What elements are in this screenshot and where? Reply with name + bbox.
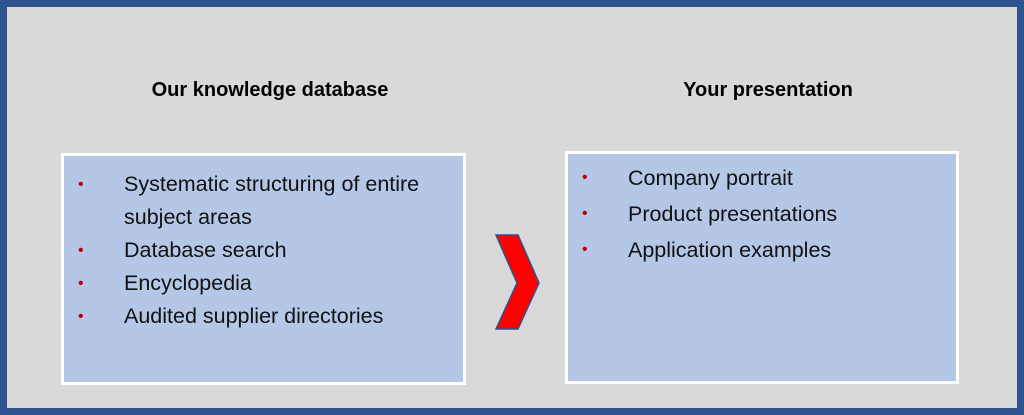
item-text: Application examples bbox=[628, 238, 832, 262]
presentation-box: • Company portrait • Product presentations… bbox=[565, 151, 959, 384]
list-item: • Audited supplier directories bbox=[74, 300, 453, 333]
list-item: • Database search bbox=[74, 234, 453, 267]
bullet-icon: • bbox=[582, 241, 588, 258]
list-item: • Systematic structuring of entire subjec… bbox=[74, 168, 453, 234]
left-heading: Our knowledge database bbox=[151, 79, 389, 101]
bullet-icon: • bbox=[582, 169, 588, 186]
list-item: • Product presentations bbox=[578, 196, 946, 232]
bullet-icon: • bbox=[78, 308, 84, 325]
item-text: Systematic structuring of entire subject… bbox=[124, 172, 420, 229]
chevron-right-icon bbox=[494, 234, 540, 330]
item-text: Database search bbox=[124, 238, 287, 262]
item-text: Audited supplier directories bbox=[124, 304, 384, 328]
bullet-icon: • bbox=[582, 205, 588, 222]
item-text: Company portrait bbox=[628, 166, 793, 190]
knowledge-database-box: • Systematic structuring of entire subjec… bbox=[61, 153, 466, 385]
list-item: • Encyclopedia bbox=[74, 267, 453, 300]
bullet-icon: • bbox=[78, 275, 84, 292]
bullet-icon: • bbox=[78, 242, 84, 259]
list-item: • Company portrait bbox=[578, 160, 946, 196]
item-text: Encyclopedia bbox=[124, 271, 252, 295]
right-heading: Your presentation bbox=[683, 79, 853, 101]
list-item: • Application examples bbox=[578, 232, 946, 268]
bullet-icon: • bbox=[78, 176, 84, 193]
item-text: Product presentations bbox=[628, 202, 838, 226]
